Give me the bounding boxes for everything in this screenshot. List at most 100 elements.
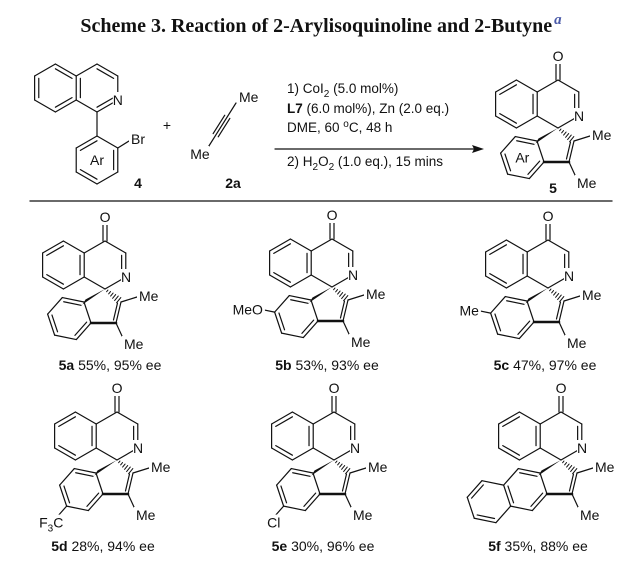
bond <box>95 472 104 495</box>
bond <box>507 173 530 180</box>
methyl-group-part: Me <box>580 507 600 523</box>
hashed-bond <box>562 460 565 464</box>
oxygen-atom-bg <box>112 380 122 396</box>
double-bond <box>568 473 575 492</box>
methyl-group-part: Me <box>139 288 159 304</box>
double-bond <box>46 245 65 257</box>
bond <box>344 472 351 495</box>
bond <box>310 274 333 288</box>
bond <box>276 467 292 486</box>
hashed-bond <box>555 293 560 298</box>
methyl-group: Me <box>351 334 371 350</box>
hashed-bond <box>341 293 346 300</box>
bond <box>500 152 509 175</box>
bond <box>290 467 314 474</box>
double-bond <box>339 300 346 319</box>
nitrogen-atom-bg <box>350 440 360 456</box>
methyl-group: Me <box>595 459 615 475</box>
bond <box>568 140 575 163</box>
substituent-group-bg <box>39 514 66 531</box>
yield-ee: 53%, 93% ee <box>292 357 379 373</box>
double-bond <box>530 492 544 507</box>
hashed-bond <box>110 292 114 297</box>
methyl-group-bg <box>593 459 611 475</box>
condition-line: 2) H2O2 (1.0 eq.), 15 mins <box>287 154 443 173</box>
arrow-head-icon <box>472 145 484 153</box>
bond <box>576 467 594 474</box>
double-bond <box>46 274 65 285</box>
bond <box>206 102 237 150</box>
double-bond <box>527 160 541 175</box>
hashed-bond <box>566 463 570 468</box>
wedge-bond <box>309 287 332 303</box>
substituent-group: MeO <box>233 301 263 317</box>
bond <box>75 99 98 113</box>
double-bond <box>290 299 309 304</box>
condition-line: DME, 60 oC, 48 h <box>287 119 392 135</box>
methyl-group: Me <box>239 89 259 105</box>
nitrogen-atom: N <box>564 268 574 284</box>
hashed-bond <box>124 465 129 470</box>
double-bond <box>58 445 77 456</box>
bond <box>95 447 118 461</box>
bond <box>271 447 294 461</box>
bromine-atom: Br <box>131 131 145 147</box>
bond <box>34 63 57 77</box>
methyl-group: Me <box>190 146 210 162</box>
methyl-group-part: Me <box>567 335 587 351</box>
bond <box>269 274 292 288</box>
nitrogen-atom-part: N <box>121 269 131 285</box>
substituent-group-bg <box>462 302 481 319</box>
bond <box>116 411 139 425</box>
hashed-bond <box>568 465 573 470</box>
bond <box>283 505 306 512</box>
bond <box>503 467 519 486</box>
reaction-conditions: 1) CoI2 (5.0 mol%)L7 (6.0 mol%), Zn (2.0… <box>287 81 449 173</box>
hashed-bond <box>343 295 349 302</box>
double-bond <box>507 485 515 504</box>
bond <box>304 493 321 512</box>
hashed-bond <box>112 294 117 299</box>
methyl-group-part: Me <box>582 287 602 303</box>
condition-part: 2 <box>329 162 335 173</box>
methyl-group: Me <box>580 507 600 523</box>
bond <box>481 480 505 486</box>
hashed-bond <box>108 291 112 295</box>
bond <box>59 467 75 486</box>
double-bond <box>112 302 119 321</box>
bond <box>573 135 591 142</box>
nitrogen-atom: N <box>113 92 123 108</box>
bond <box>117 140 130 149</box>
methyl-group-part: Me <box>368 459 388 475</box>
nitrogen-atom: N <box>133 440 143 456</box>
bromine-atom-bg <box>129 131 147 147</box>
hashed-bond <box>337 462 341 466</box>
double-bond <box>51 314 59 333</box>
aryl-label: Ar <box>90 152 104 168</box>
bond <box>473 517 497 524</box>
bond <box>539 472 548 495</box>
bond <box>74 447 97 461</box>
triple-bond <box>212 114 226 135</box>
bond <box>495 505 512 524</box>
bond <box>310 299 319 322</box>
bond <box>505 239 528 253</box>
methyl-group: Me <box>366 286 386 302</box>
methyl-group: Me <box>353 507 373 523</box>
methyl-group-part: Me <box>592 127 612 143</box>
double-bond <box>489 244 508 256</box>
methyl-group: Me <box>567 335 587 351</box>
double-bond <box>499 84 518 96</box>
oxygen-atom: O <box>100 209 111 225</box>
wedge-bond <box>535 128 558 144</box>
bond <box>485 239 508 253</box>
product-caption: 5b 53%, 93% ee <box>275 357 379 373</box>
substituent-group: F3C <box>39 515 63 535</box>
methyl-group: Me <box>582 287 602 303</box>
bond <box>510 505 533 512</box>
methyl-group-bg <box>364 286 382 302</box>
